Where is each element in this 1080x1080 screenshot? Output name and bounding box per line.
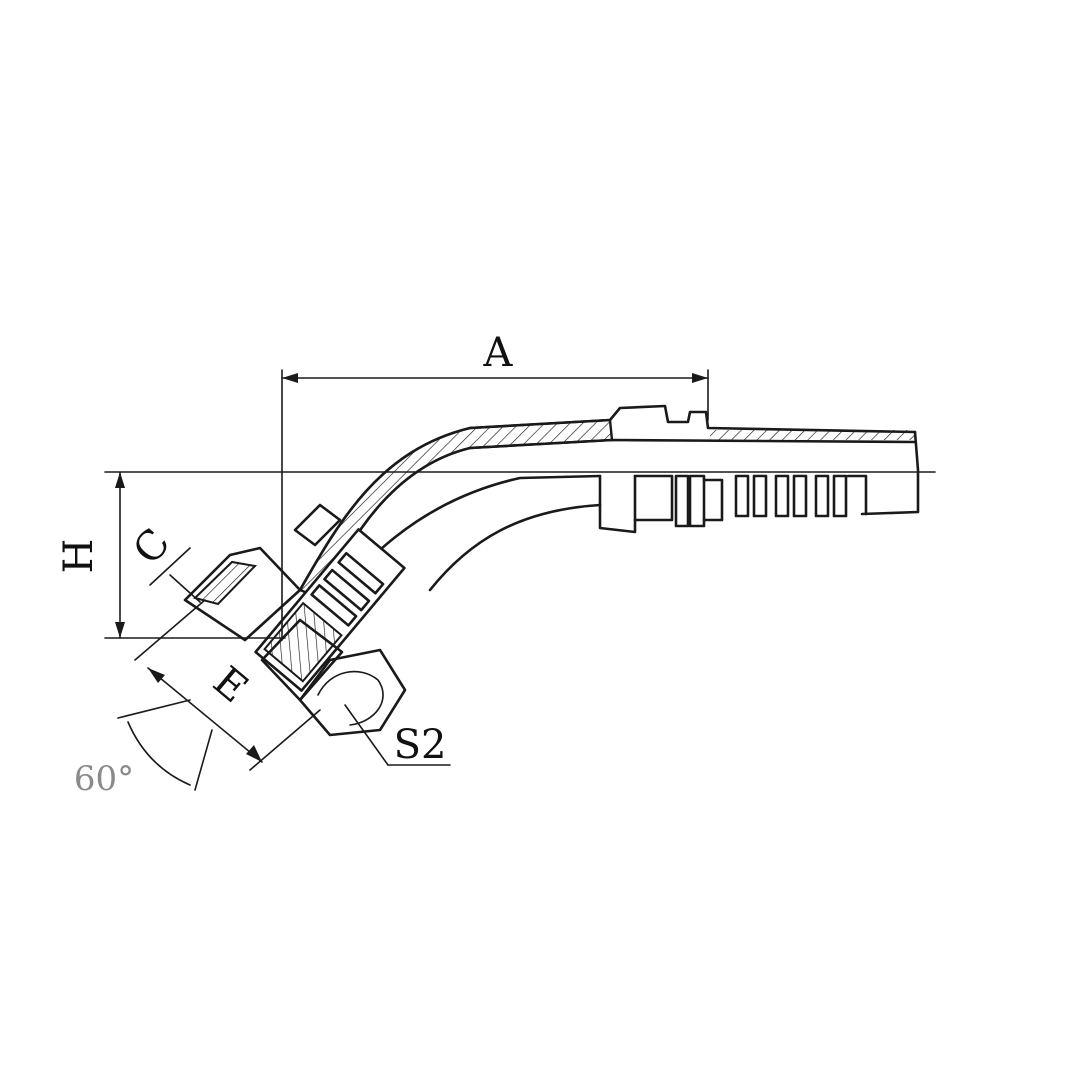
- nut-groove-2: [323, 568, 371, 612]
- dim-e-ext-2: [249, 709, 321, 771]
- tail-end-cap: [860, 430, 920, 516]
- dim-e-line: [147, 667, 263, 763]
- barb-4: [734, 474, 750, 518]
- barb-2: [688, 474, 706, 528]
- barb-9: [832, 474, 848, 518]
- outer-lower-contour: [428, 503, 602, 592]
- hex-nut-face: [260, 618, 407, 737]
- fitting-body: [298, 404, 920, 642]
- hex-nut-chamfer: [317, 670, 384, 726]
- barb-8: [814, 474, 830, 518]
- dimension-a: A: [281, 330, 709, 641]
- label-angle: 60°: [74, 759, 134, 799]
- dim-a-arrow-left: [282, 373, 298, 383]
- cone-lip: [293, 503, 342, 547]
- angle-ray-1: [117, 699, 191, 719]
- label-e: E: [204, 658, 256, 712]
- s2-callout: S2: [344, 704, 451, 768]
- nut-cut-section: [263, 601, 343, 683]
- dim-c-tick: [169, 574, 201, 603]
- tail-hatch-strip: [710, 430, 915, 440]
- barb-1: [674, 474, 690, 528]
- dim-c-leader: [149, 547, 191, 586]
- label-a: A: [483, 330, 514, 376]
- barb-6: [774, 474, 790, 518]
- barb-3: [702, 478, 724, 522]
- nut-groove-1: [310, 584, 358, 627]
- dimension-h: H: [56, 471, 125, 639]
- cone-seal: [183, 503, 342, 642]
- angle-60-mark: 60°: [74, 699, 213, 799]
- nut-groove-3: [337, 551, 385, 595]
- cone-hatch: [193, 560, 258, 606]
- hose-tail: [598, 474, 868, 534]
- dim-a-arrow-right: [692, 373, 708, 383]
- dim-e-arrow-2: [246, 745, 262, 762]
- label-s2: S2: [394, 722, 447, 768]
- s2-leader: [344, 704, 389, 766]
- tail-step: [633, 474, 674, 522]
- angle-ray-2: [194, 729, 213, 791]
- angle-arc: [127, 721, 191, 786]
- swivel-nut-assembly: [254, 528, 406, 692]
- dim-h-arrow-top: [115, 472, 125, 488]
- cone-outer: [183, 546, 302, 642]
- label-h: H: [56, 539, 102, 574]
- outer-upper-contour: [298, 404, 917, 592]
- barb-7: [792, 474, 808, 518]
- nut-side-face: [260, 618, 344, 702]
- hex-nut-outline: [298, 648, 407, 737]
- dim-e-ext-1: [134, 599, 206, 661]
- dimension-c: C: [125, 520, 201, 603]
- barb-10: [846, 474, 868, 516]
- dim-e-arrow-1: [148, 668, 165, 683]
- barb-5: [752, 474, 768, 518]
- tail-collar: [598, 474, 637, 534]
- dim-h-arrow-bottom: [115, 622, 125, 638]
